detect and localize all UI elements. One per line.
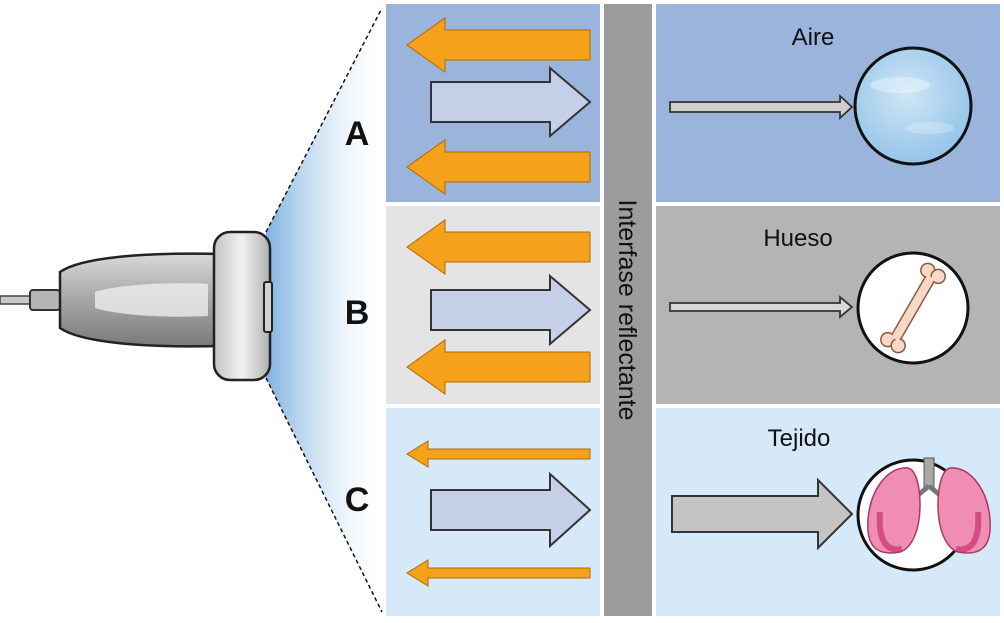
lungs-icon [856, 457, 991, 572]
row-b-transmitted-arrow [669, 295, 854, 319]
row-b-reflected-arrow-bottom [406, 339, 591, 395]
row-b-letter: B [345, 294, 370, 332]
interface-label: Interfase reflectante [613, 200, 641, 421]
ultrasound-beam [266, 8, 382, 612]
row-a-incident-arrow [430, 65, 592, 139]
row-a-reflected-arrow-bottom [406, 139, 591, 195]
material-label-tissue: Tejido [768, 425, 831, 452]
material-label-air: Aire [792, 24, 835, 51]
row-a-transmitted-arrow [669, 93, 854, 121]
row-c-reflected-arrow-top [406, 440, 591, 468]
material-label-bone: Hueso [763, 225, 832, 252]
ultrasound-probe-icon [0, 230, 273, 382]
row-b-incident-arrow [430, 273, 592, 347]
air-bubble-icon [853, 46, 973, 166]
row-c-transmitted-arrow [671, 477, 854, 551]
row-b-reflected-arrow-top [406, 219, 591, 275]
row-a-reflected-arrow-top [406, 17, 591, 73]
row-c-reflected-arrow-bottom [406, 559, 591, 587]
row-c-letter: C [345, 481, 370, 519]
bone-icon [856, 251, 970, 365]
row-a-letter: A [345, 115, 370, 153]
row-c-incident-arrow [430, 471, 592, 549]
beam-edge-top [265, 7, 383, 233]
beam-edge-bottom [265, 377, 383, 613]
interface-bar [604, 4, 652, 616]
